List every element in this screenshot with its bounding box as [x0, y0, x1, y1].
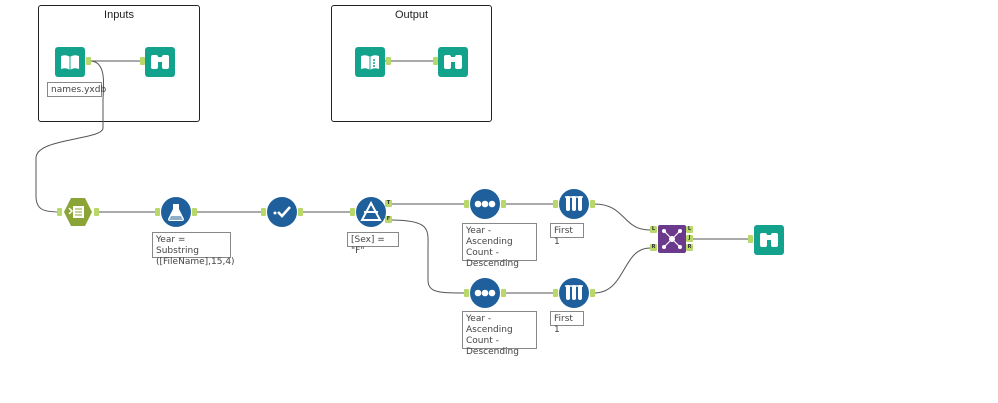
inputs-container-title: Inputs — [104, 9, 134, 21]
select-check-icon — [267, 197, 297, 227]
sample-top-annotation: First 1 — [550, 223, 584, 247]
wire-input-to-dynamic-input — [35, 60, 105, 213]
output-data-tool[interactable] — [355, 47, 385, 77]
browse-output-in-anchor[interactable] — [433, 57, 438, 65]
output-container-title: Output — [394, 9, 429, 21]
filter-in-anchor[interactable] — [350, 208, 355, 216]
browse-final-tool[interactable] — [754, 225, 784, 255]
select-in-anchor[interactable] — [261, 208, 266, 216]
join-left-in-anchor[interactable]: L — [650, 226, 657, 233]
browse-inputs-tool[interactable] — [145, 47, 175, 77]
sample-bottom-in-anchor[interactable] — [553, 289, 558, 297]
browse-inputs-in-anchor[interactable] — [140, 57, 145, 65]
dynamic-input-in-anchor[interactable] — [57, 208, 62, 216]
sample-top-tool[interactable] — [559, 189, 589, 219]
sort-bottom-tool[interactable] — [470, 278, 500, 308]
input-book-icon — [55, 47, 85, 77]
input-data-tool[interactable] — [55, 47, 85, 77]
join-tool[interactable] — [658, 225, 688, 255]
filter-icon — [356, 197, 386, 227]
sort-bottom-in-anchor[interactable] — [464, 289, 469, 297]
sort-top-in-anchor[interactable] — [464, 200, 469, 208]
formula-out-anchor[interactable] — [192, 208, 197, 216]
formula-in-anchor[interactable] — [155, 208, 160, 216]
sort-icon — [470, 189, 500, 219]
filter-annotation: [Sex] = "F" — [347, 232, 399, 256]
dynamic-input-tool[interactable] — [63, 197, 93, 227]
filter-false-anchor[interactable]: F — [385, 216, 392, 223]
wire-sample-bottom-to-join-right — [593, 247, 651, 294]
sample-icon — [559, 189, 589, 219]
sort-top-annotation: Year - Ascending Count - Descending — [462, 223, 537, 269]
binoculars-icon — [754, 225, 784, 255]
sample-icon — [559, 278, 589, 308]
filter-tool[interactable] — [356, 197, 386, 227]
formula-annotation: Year = Substring ([FileName],15,4) — [152, 232, 235, 267]
formula-flask-icon — [161, 197, 191, 227]
join-icon — [658, 225, 686, 253]
output-book-icon — [355, 47, 385, 77]
dynamic-input-out-anchor[interactable] — [94, 208, 99, 216]
join-out-l-anchor[interactable]: L — [686, 226, 693, 233]
select-out-anchor[interactable] — [298, 208, 303, 216]
sort-bottom-annotation: Year - Ascending Count - Descending — [462, 311, 537, 357]
formula-tool[interactable] — [161, 197, 191, 227]
sample-bottom-annotation: First 1 — [550, 311, 584, 335]
sort-bottom-out-anchor[interactable] — [501, 289, 506, 297]
wire-sample-top-to-join-left — [593, 203, 651, 231]
sample-top-in-anchor[interactable] — [553, 200, 558, 208]
browse-final-in-anchor[interactable] — [748, 235, 753, 243]
wire-filter-false-to-sort-bottom — [389, 219, 467, 294]
output-data-out-anchor[interactable] — [386, 57, 391, 65]
join-out-j-anchor[interactable]: J — [686, 235, 693, 242]
browse-output-tool[interactable] — [438, 47, 468, 77]
binoculars-icon — [438, 47, 468, 77]
sample-bottom-out-anchor[interactable] — [590, 289, 595, 297]
select-tool[interactable] — [267, 197, 297, 227]
sort-icon — [470, 278, 500, 308]
binoculars-icon — [145, 47, 175, 77]
sort-top-out-anchor[interactable] — [501, 200, 506, 208]
dynamic-input-icon — [64, 198, 92, 226]
input-data-out-anchor[interactable] — [86, 57, 91, 65]
join-right-in-anchor[interactable]: R — [650, 244, 657, 251]
input-data-annotation: names.yxdb — [47, 82, 106, 97]
sample-top-out-anchor[interactable] — [590, 200, 595, 208]
sort-top-tool[interactable] — [470, 189, 500, 219]
filter-true-anchor[interactable]: T — [385, 200, 392, 207]
join-out-r-anchor[interactable]: R — [686, 244, 693, 251]
sample-bottom-tool[interactable] — [559, 278, 589, 308]
